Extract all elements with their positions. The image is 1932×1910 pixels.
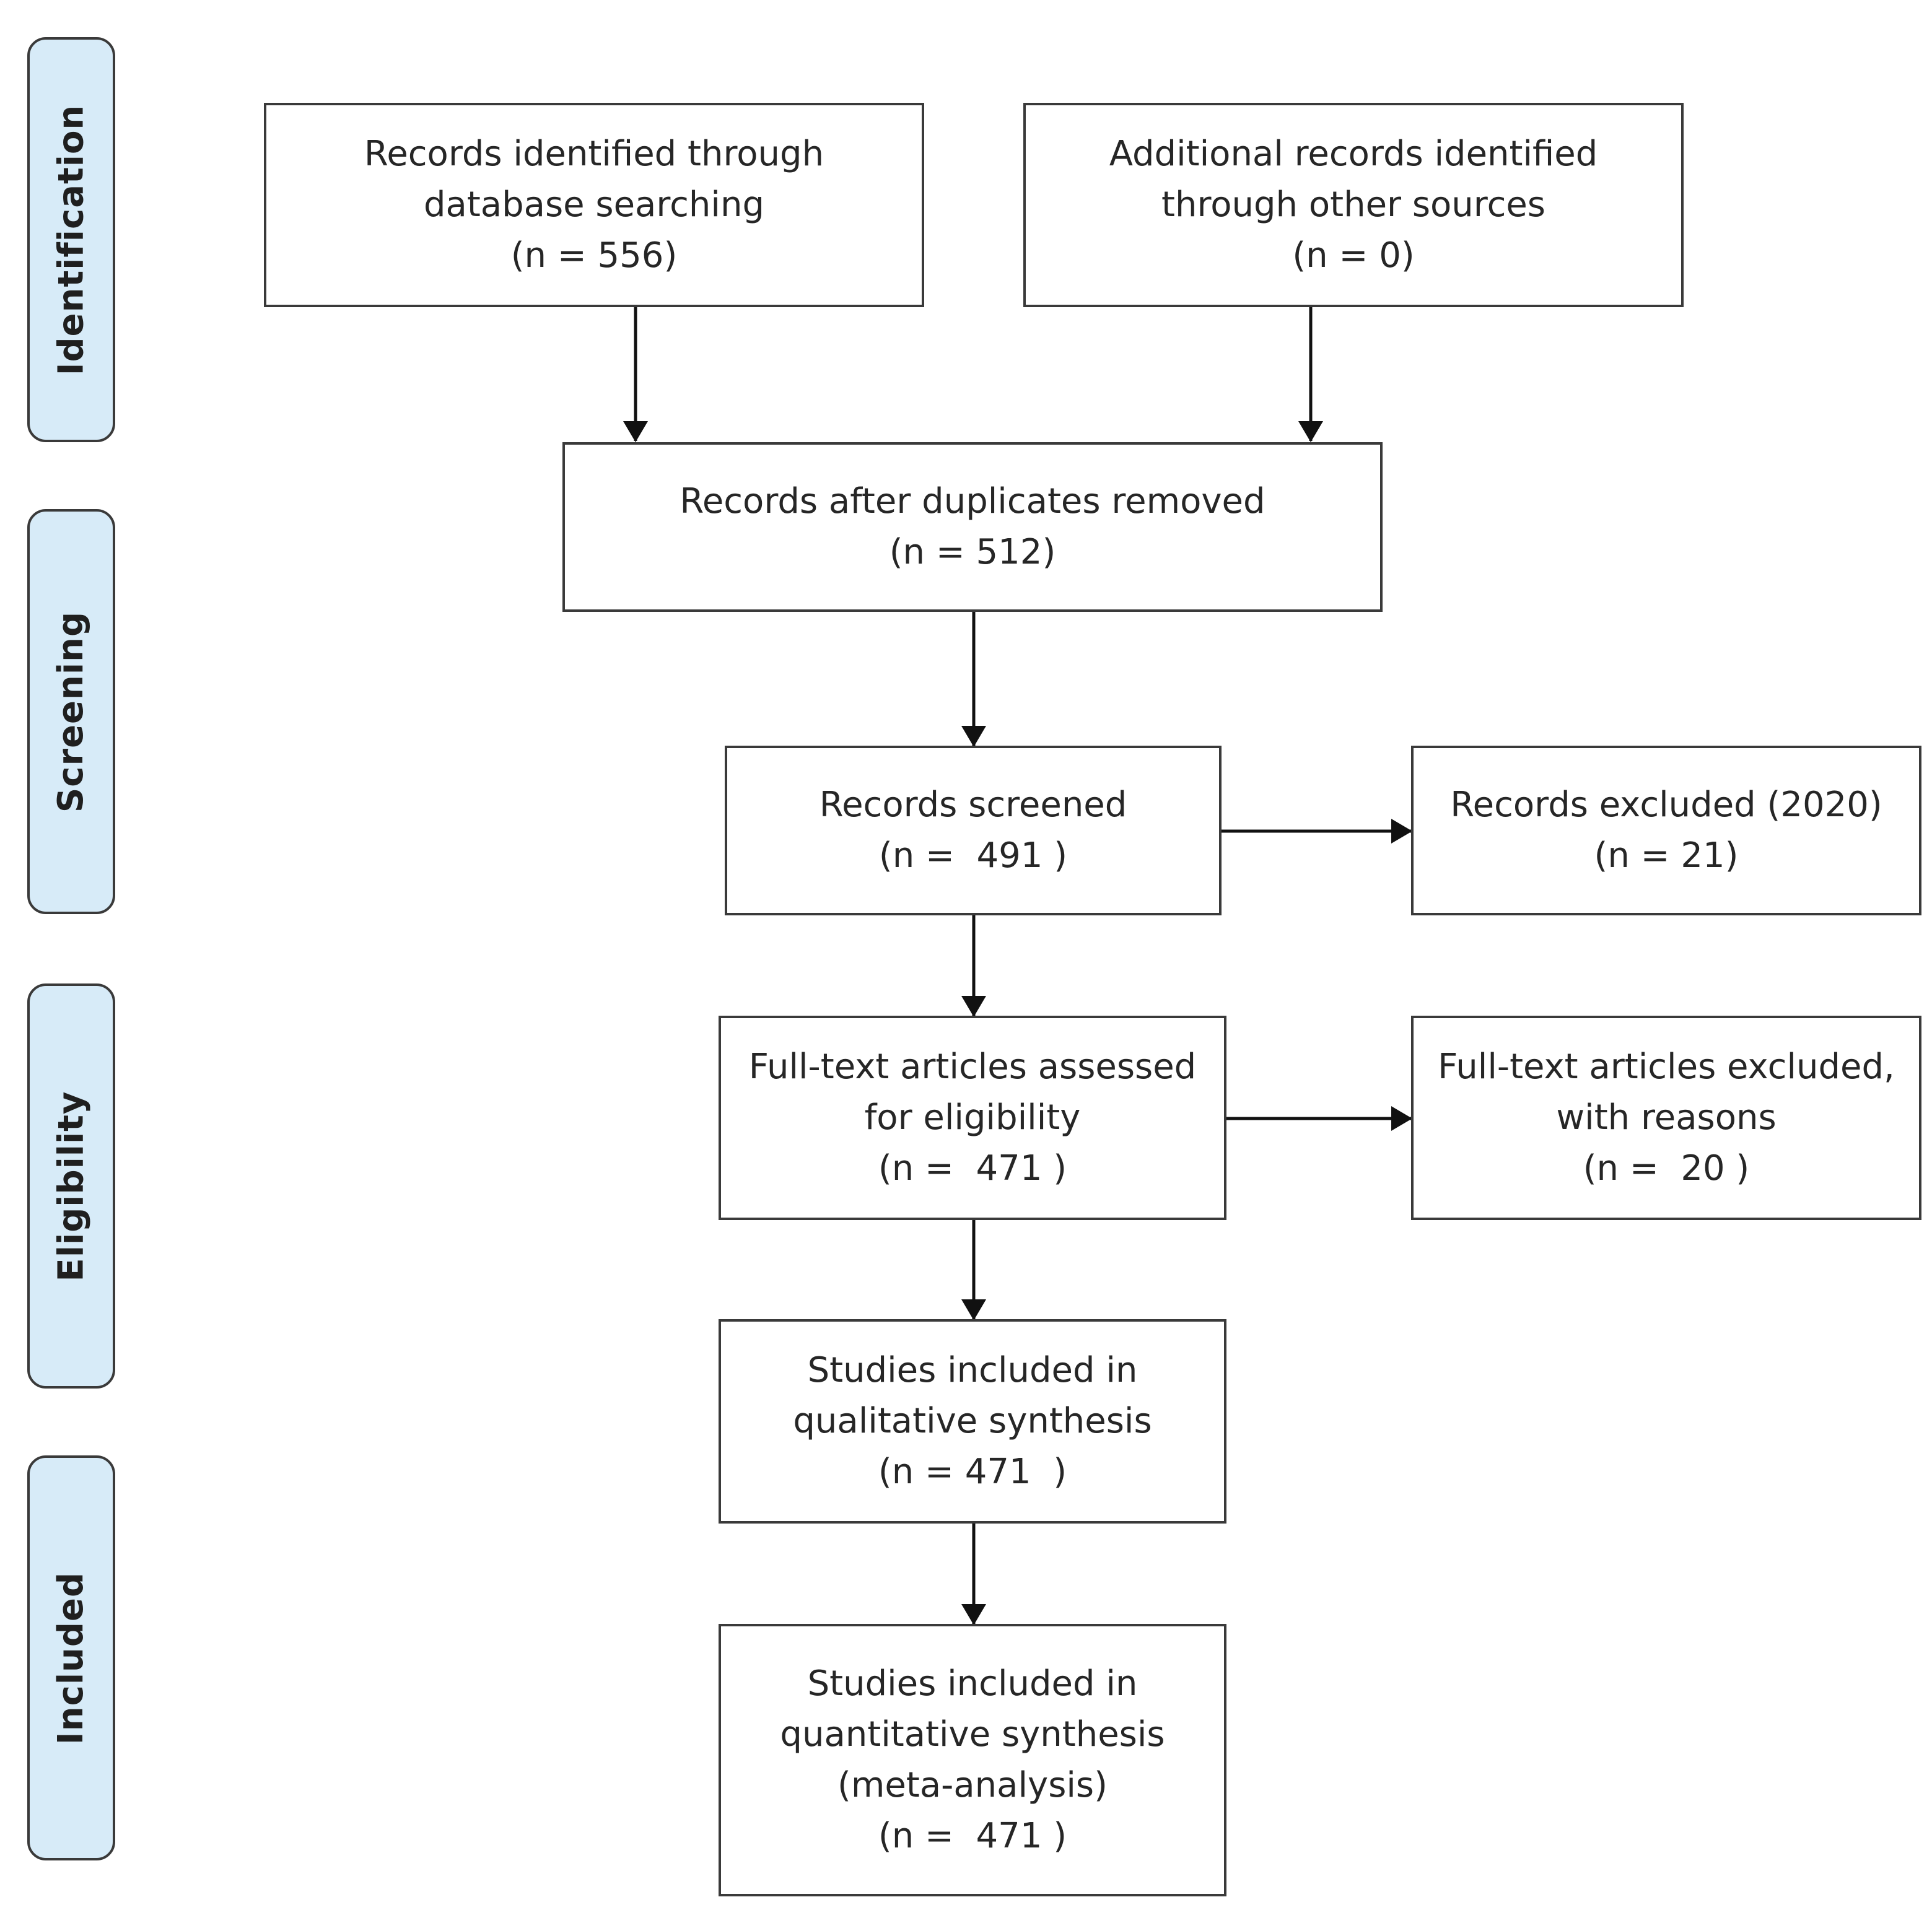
box-text: Full-text articles assessed [748, 1047, 1197, 1087]
box-text: Additional records identified [1109, 134, 1598, 174]
box-count: (n = 491 ) [878, 835, 1068, 876]
box-database-search: Records identified through database sear… [264, 103, 924, 307]
box-count: (n = 512) [889, 532, 1056, 572]
box-text: Studies included in [807, 1350, 1138, 1390]
box-text: Records screened [819, 785, 1127, 825]
box-count: (n = 471 ) [878, 1452, 1067, 1492]
phase-included: Included [27, 1455, 115, 1860]
box-after-duplicates: Records after duplicates removed (n = 51… [562, 442, 1383, 612]
arrowhead-icon [1391, 1106, 1412, 1131]
box-text: database searching [423, 185, 765, 225]
arrowhead-icon [961, 1604, 986, 1625]
box-text: Records after duplicates removed [680, 481, 1265, 521]
box-text: for eligibility [864, 1097, 1081, 1138]
box-text: through other sources [1161, 185, 1545, 225]
box-text: Full-text articles excluded, [1438, 1047, 1895, 1087]
box-qualitative-synthesis: Studies included in qualitative synthesi… [719, 1319, 1226, 1524]
box-records-excluded: Records excluded (2020) (n = 21) [1411, 746, 1921, 915]
box-other-sources: Additional records identified through ot… [1023, 103, 1684, 307]
arrowhead-icon [623, 421, 648, 442]
box-count: (n = 471 ) [878, 1816, 1067, 1856]
box-text: (meta-analysis) [837, 1765, 1108, 1805]
box-quantitative-synthesis: Studies included in quantitative synthes… [719, 1624, 1226, 1896]
arrowhead-icon [1391, 819, 1412, 844]
box-count: (n = 556) [510, 235, 678, 276]
box-fulltext-assessed: Full-text articles assessed for eligibil… [719, 1016, 1226, 1220]
phase-eligibility: Eligibility [27, 983, 115, 1389]
arrowhead-icon [961, 996, 986, 1017]
phase-identification: Identification [27, 37, 115, 442]
box-text: Records excluded (2020) [1450, 785, 1882, 825]
box-text: quantitative synthesis [780, 1714, 1165, 1755]
box-records-screened: Records screened (n = 491 ) [725, 746, 1222, 915]
box-text: Records identified through [364, 134, 824, 174]
box-count: (n = 20 ) [1583, 1148, 1750, 1188]
box-fulltext-excluded: Full-text articles excluded, with reason… [1411, 1016, 1921, 1220]
box-count: (n = 471 ) [878, 1148, 1067, 1188]
box-text: Studies included in [807, 1664, 1138, 1704]
arrowhead-icon [961, 1299, 986, 1320]
arrowhead-icon [1298, 421, 1323, 442]
box-text: with reasons [1556, 1097, 1777, 1138]
phase-screening: Screening [27, 509, 115, 914]
box-count: (n = 21) [1594, 835, 1739, 876]
box-text: qualitative synthesis [793, 1401, 1152, 1441]
arrowhead-icon [961, 726, 986, 747]
box-count: (n = 0) [1292, 235, 1415, 276]
